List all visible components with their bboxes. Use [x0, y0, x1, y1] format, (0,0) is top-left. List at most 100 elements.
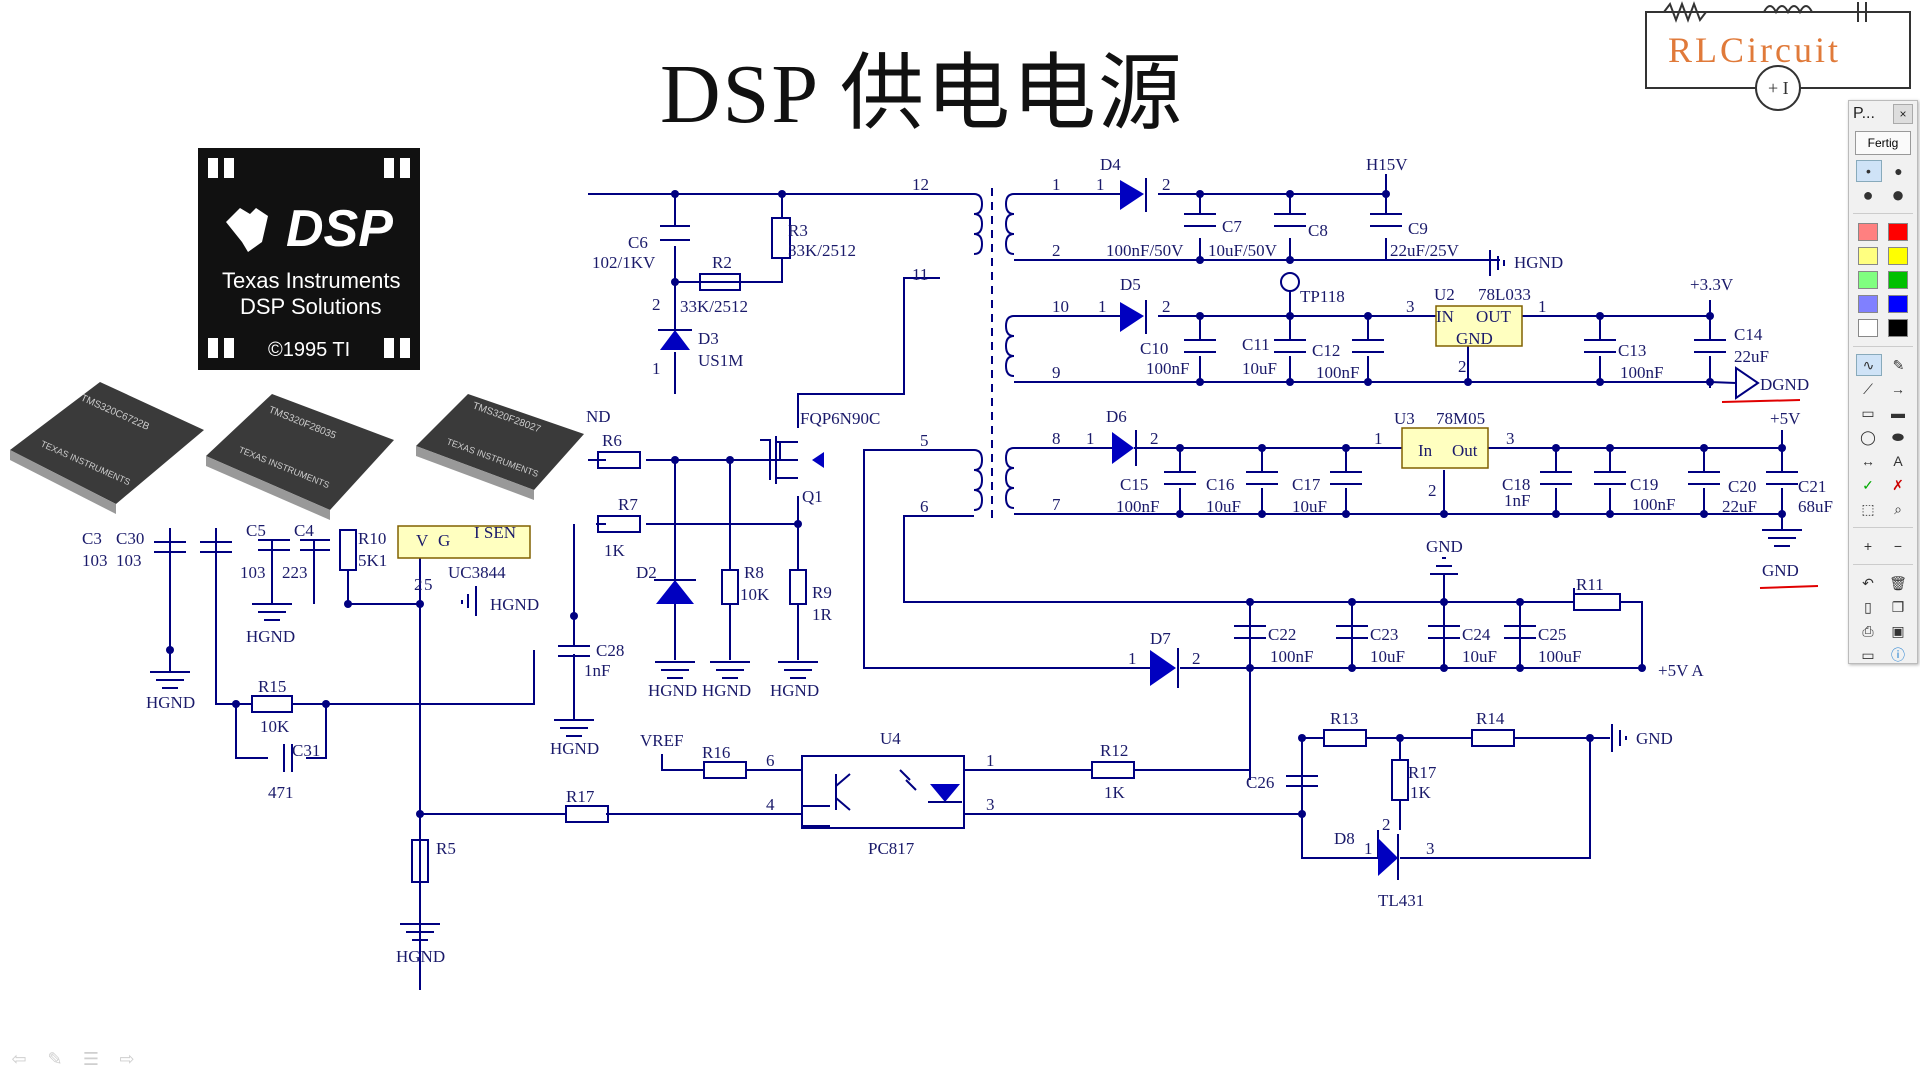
label-gnd2: GND [1426, 537, 1463, 556]
freehand-icon[interactable]: ∿ [1855, 354, 1882, 376]
label-r12v: 1K [1104, 783, 1126, 802]
label-c7v: 10uF/50V [1208, 241, 1278, 260]
label-c31: C31 [292, 741, 320, 760]
color-swatch[interactable] [1888, 247, 1908, 265]
label-pin5: 5 [424, 575, 433, 594]
label-c23: C23 [1370, 625, 1398, 644]
label-r14: R14 [1476, 709, 1505, 728]
save-icon[interactable]: ▣ [1891, 622, 1905, 639]
copy-icon[interactable]: ❐ [1891, 598, 1905, 615]
color-swatch[interactable] [1858, 295, 1878, 313]
cross-icon[interactable]: ✗ [1892, 476, 1904, 493]
color-swatch[interactable] [1858, 319, 1878, 337]
label-vref: VREF [640, 731, 683, 750]
label-c8v: 100nF/50V [1106, 241, 1184, 260]
pen-icon[interactable]: ✎ [1892, 356, 1905, 373]
label-u2: U2 [1434, 285, 1455, 304]
label-c21v: 68uF [1798, 497, 1833, 516]
filled-ellipse-icon[interactable]: ⬬ [1892, 428, 1904, 445]
filled-rectangle-icon[interactable]: ▬ [1891, 405, 1905, 421]
label-hg6: HGND [246, 627, 295, 646]
label-u2in: IN [1436, 307, 1454, 326]
pen-tool-icon[interactable]: ✎ [47, 1048, 63, 1070]
label-d3v: US1M [698, 351, 743, 370]
label-c24v: 10uF [1462, 647, 1497, 666]
color-swatch[interactable] [1858, 223, 1878, 241]
screen-icon[interactable]: ▭ [1861, 646, 1875, 663]
label-c11: C11 [1242, 335, 1270, 354]
rectangle-icon[interactable]: ▭ [1861, 404, 1875, 421]
label-n11: 11 [912, 265, 928, 284]
color-swatch[interactable] [1858, 271, 1878, 289]
menu-icon[interactable]: ☰ [82, 1048, 100, 1070]
label-c13v: 100nF [1620, 363, 1663, 382]
label-vcc: V [416, 531, 429, 550]
label-c16v: 10uF [1206, 497, 1241, 516]
zoom-in-icon[interactable]: + [1863, 538, 1873, 554]
toolbar-title: P... [1853, 105, 1875, 122]
zoom-icon[interactable]: ⌕ [1894, 500, 1902, 517]
medium-dot-pen-icon[interactable]: ● [1894, 163, 1903, 179]
next-slide-icon[interactable]: ⇨ [119, 1048, 135, 1070]
line-icon[interactable]: ⟋ [1863, 380, 1873, 397]
done-button[interactable]: Fertig [1855, 131, 1911, 155]
new-page-icon[interactable]: ▯ [1864, 598, 1872, 615]
label-r3v: 33K/2512 [788, 241, 856, 260]
label-r12: R12 [1100, 741, 1128, 760]
label-hg1: HGND [648, 681, 697, 700]
slideshow-nav: ⇦ ✎ ☰ ⇨ [8, 1048, 138, 1070]
ellipse-icon[interactable]: ◯ [1860, 428, 1876, 445]
label-c17v: 10uF [1292, 497, 1327, 516]
label-u3p1: 1 [1374, 429, 1383, 448]
label-uc: UC3844 [448, 563, 506, 582]
label-h15: H15V [1366, 155, 1408, 174]
badge-brand: DSP [286, 200, 393, 258]
label-isen: I SEN [474, 523, 516, 542]
color-swatch[interactable] [1888, 319, 1908, 337]
svg-text:+ I: + I [1768, 78, 1789, 98]
zoom-out-icon[interactable]: − [1893, 538, 1903, 554]
label-u2v: 78L033 [1478, 285, 1531, 304]
badge-line2: DSP Solutions [240, 294, 381, 319]
large-dot-pen-icon[interactable]: ● [1862, 184, 1874, 205]
arrow-icon[interactable]: → [1891, 381, 1905, 397]
schematic-parts [150, 178, 1819, 941]
label-c14v: 22uF [1734, 347, 1769, 366]
small-dot-pen-icon[interactable]: • [1855, 160, 1882, 182]
label-r15: R15 [258, 677, 286, 696]
crop-icon[interactable]: ⬚ [1861, 500, 1875, 517]
label-hg9: HGND [1514, 253, 1563, 272]
label-v5: +5V [1770, 409, 1801, 428]
color-swatch[interactable] [1888, 271, 1908, 289]
label-hg4: HGND [490, 595, 539, 614]
label-c4: C4 [294, 521, 314, 540]
label-c10v: 100nF [1146, 359, 1189, 378]
double-arrow-icon[interactable]: ↔ [1861, 453, 1875, 469]
label-d3p1: 1 [652, 359, 661, 378]
trash-icon[interactable]: 🗑 [1889, 574, 1907, 591]
info-icon[interactable]: ⓘ [1891, 647, 1905, 663]
undo-icon[interactable]: ↶ [1862, 574, 1874, 591]
xlarge-dot-pen-icon[interactable]: ● [1891, 182, 1905, 207]
color-swatch[interactable] [1858, 247, 1878, 265]
label-d8p1: 1 [1364, 839, 1373, 858]
label-c19: C19 [1630, 475, 1658, 494]
color-swatch[interactable] [1888, 295, 1908, 313]
label-u2p3: 3 [1406, 297, 1415, 316]
text-icon[interactable]: A [1893, 453, 1903, 469]
label-c22: C22 [1268, 625, 1296, 644]
label-t5: 5 [920, 431, 929, 450]
print-icon[interactable]: ⎙ [1862, 622, 1874, 639]
previous-slide-icon[interactable]: ⇦ [11, 1048, 27, 1070]
toolbar-divider [1853, 346, 1913, 347]
toolbar-divider [1853, 564, 1913, 565]
swatch-row [1853, 292, 1913, 316]
check-icon[interactable]: ✓ [1862, 476, 1874, 493]
label-r17b: R17 [1408, 763, 1437, 782]
label-p1: 1 [986, 751, 995, 770]
color-swatch[interactable] [1888, 223, 1908, 241]
toolbar-close-button[interactable]: × [1893, 104, 1913, 124]
label-t2: 2 [1052, 241, 1061, 260]
label-gd: G [438, 531, 450, 550]
